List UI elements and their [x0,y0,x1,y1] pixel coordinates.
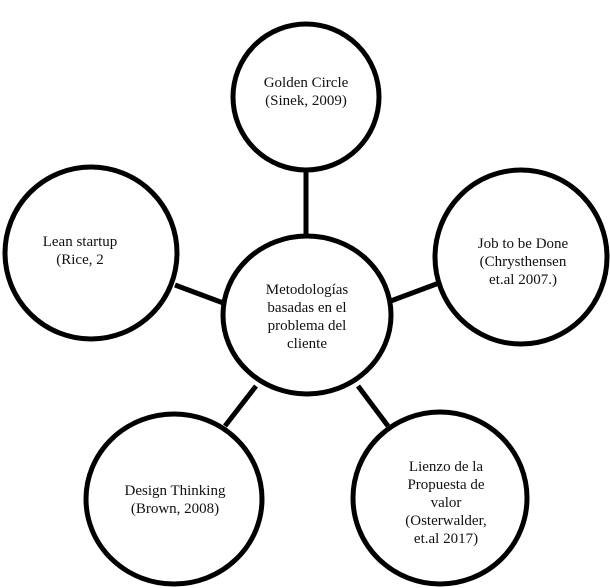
node-text: (Sinek, 2009) [265,93,347,109]
center-text: problema del [268,318,347,334]
link-lean-startup [174,282,227,307]
node-text: Propuesta de [407,477,484,493]
center-text: basadas en el [267,300,346,316]
node-golden-circle: Golden Circle (Sinek, 2009) [230,21,382,173]
node-design-thinking: Design Thinking (Brown, 2008) [83,411,265,587]
node-center: Metodologías basadas en el problema del … [220,233,394,397]
node-text: Lienzo de la [409,459,483,475]
node-text: (Chrysthensen [480,254,567,270]
node-text: (Brown, 2008) [131,501,219,517]
node-text: (Rice, 2 [56,252,103,268]
link-lienzo [356,384,390,428]
node-text: et.al 2017) [414,531,478,547]
node-text: Golden Circle [264,75,349,91]
node-text: (Osterwalder, [405,513,486,529]
node-text: Job to be Done [478,236,569,252]
node-lienzo-propuesta-valor: Lienzo de la Propuesta de valor (Osterwa… [350,409,530,587]
node-job-to-be-done: Job to be Done (Chrysthensen et.al 2007.… [432,167,610,347]
node-text: Design Thinking [125,483,226,499]
node-text: valor [431,495,462,511]
center-text: Metodologías [266,282,349,298]
link-design-thinking [223,384,258,428]
node-text: et.al 2007.) [489,272,557,288]
node-text: Lean startup [43,234,118,250]
node-lean-startup: Lean startup (Rice, 2 [2,164,180,342]
link-job-to-be-done [387,280,440,305]
center-text: cliente [287,336,327,352]
